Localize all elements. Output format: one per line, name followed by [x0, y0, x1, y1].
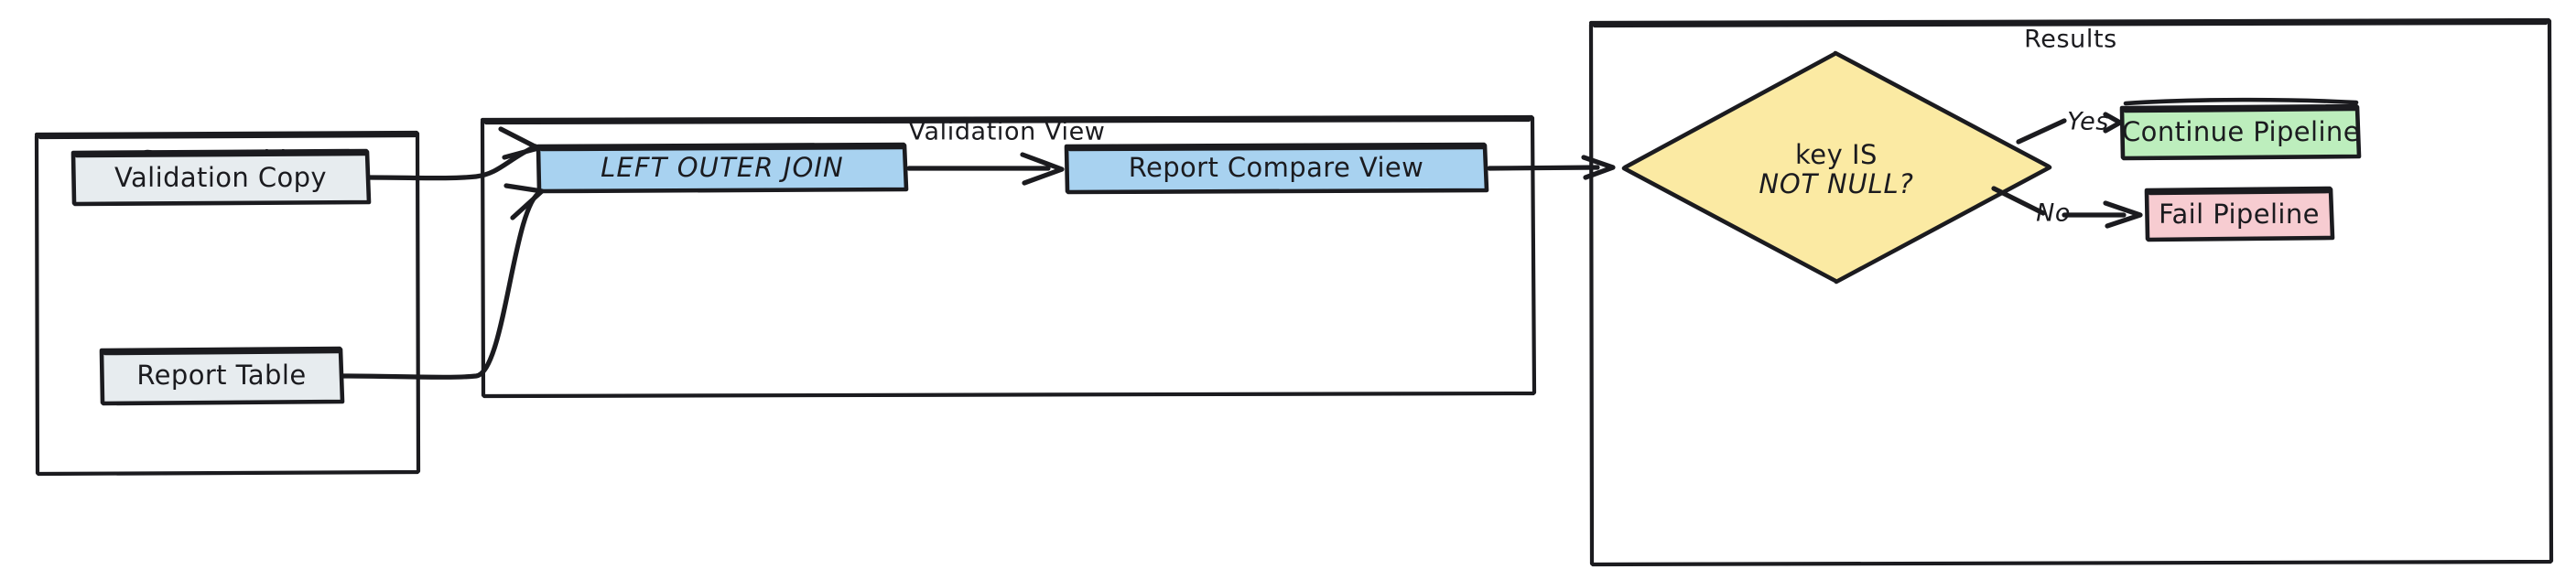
edge-join-to-compare-arrowhead	[1020, 152, 1065, 186]
edge-compare-to-decision	[1487, 155, 1616, 180]
edge-report-table-to-join	[340, 183, 545, 380]
edge-decision-no-line	[1991, 186, 2127, 218]
source-tables-frame	[34, 130, 421, 477]
edge-validation-copy-to-join	[366, 126, 541, 181]
edge-report-table-line	[340, 189, 543, 380]
report-table-label: Report Table	[136, 360, 306, 391]
edge-validation-copy-line	[366, 144, 538, 181]
report-table-fill	[102, 349, 342, 403]
continue-pipeline-label: Continue Pipeline	[2122, 116, 2360, 147]
edge-report-table-arrowhead	[503, 183, 545, 220]
node-decision-diamond[interactable]: key IS NOT NULL?	[1621, 50, 2052, 285]
edge-decision-no-label: No	[2036, 199, 2071, 228]
node-continue-pipeline[interactable]: Continue Pipeline	[2119, 97, 2362, 161]
left-outer-join-outline	[536, 142, 909, 194]
fail-pipeline-outline	[2144, 186, 2335, 242]
edge-decision-yes-arrowhead	[2103, 112, 2123, 134]
edge-compare-to-decision-line	[1487, 165, 1600, 171]
edge-decision-no: No	[1991, 186, 2143, 229]
edge-decision-yes: Yes	[2016, 108, 2123, 145]
validation-copy-fill	[73, 151, 369, 203]
edge-decision-no-arrowhead	[2103, 200, 2143, 229]
decision-diamond-outline	[1621, 50, 2052, 285]
group-validation-view: Validation View	[480, 114, 1537, 399]
node-left-outer-join[interactable]: LEFT OUTER JOIN	[536, 142, 909, 194]
decision-line2: NOT NULL?	[1759, 168, 1913, 199]
report-compare-view-fill	[1066, 145, 1487, 191]
fail-pipeline-fill	[2147, 188, 2332, 239]
results-frame	[1588, 17, 2554, 567]
node-fail-pipeline[interactable]: Fail Pipeline	[2144, 186, 2335, 242]
left-outer-join-fill	[538, 145, 906, 190]
edge-decision-yes-line	[2016, 118, 2067, 145]
continue-pipeline-fill	[2122, 106, 2359, 157]
node-report-compare-view[interactable]: Report Compare View	[1064, 142, 1489, 195]
fail-pipeline-label: Fail Pipeline	[2159, 199, 2320, 230]
edge-join-to-compare	[906, 152, 1065, 186]
validation-copy-label: Validation Copy	[114, 162, 327, 193]
validation-view-frame	[480, 114, 1537, 399]
edge-decision-yes-label: Yes	[2067, 108, 2109, 136]
decision-line1: key IS	[1795, 139, 1878, 170]
node-report-table[interactable]: Report Table	[99, 346, 345, 406]
left-outer-join-label: LEFT OUTER JOIN	[601, 152, 844, 183]
results-label: Results	[2024, 26, 2117, 54]
report-compare-view-label: Report Compare View	[1129, 152, 1424, 183]
continue-pipeline-outline	[2119, 97, 2362, 161]
node-validation-copy[interactable]: Validation Copy	[70, 148, 372, 207]
edge-compare-to-decision-arrowhead	[1581, 155, 1616, 180]
edge-validation-copy-arrowhead	[498, 126, 541, 160]
report-compare-view-outline	[1064, 142, 1489, 195]
validation-view-label: Validation View	[909, 118, 1106, 146]
group-results: Results	[1588, 17, 2554, 567]
